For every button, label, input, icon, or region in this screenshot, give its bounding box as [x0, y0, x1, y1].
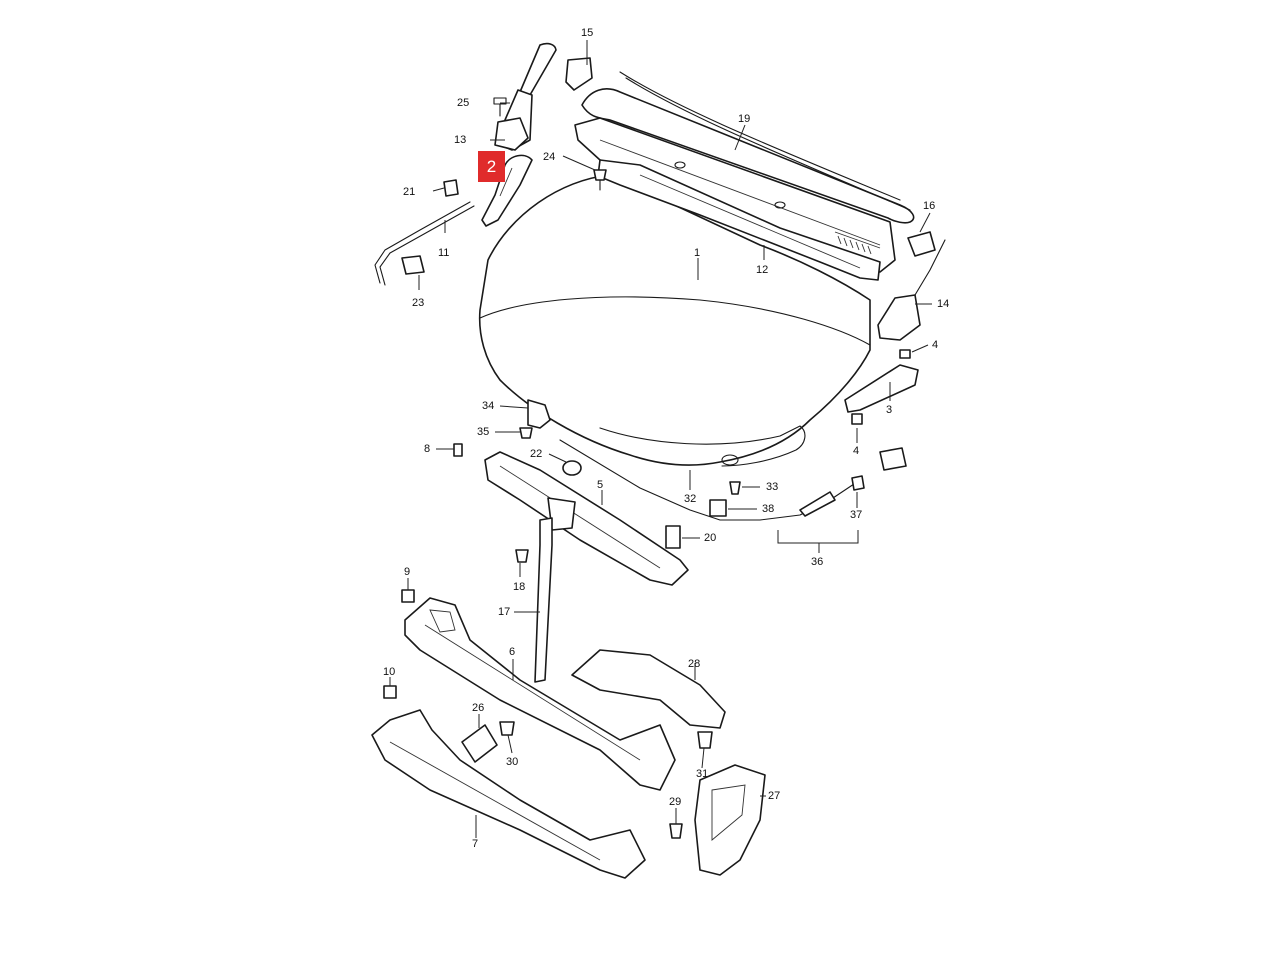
clip-30 [499, 721, 515, 736]
hood-striker [519, 399, 551, 439]
callout-30: 30 [506, 756, 519, 768]
bracket-26 [461, 724, 498, 763]
callout-18: 18 [513, 581, 526, 593]
callout-12: 12 [756, 264, 769, 276]
callout-24: 24 [543, 151, 556, 163]
callout-5: 5 [597, 479, 604, 491]
bolt-9 [401, 589, 415, 603]
callout-31: 31 [696, 768, 709, 780]
callout-11: 11 [438, 247, 450, 259]
lower-bumper-support [371, 709, 646, 879]
callout-15: 15 [581, 27, 594, 39]
clip-33 [729, 481, 741, 495]
highlighted-part-marker[interactable]: 2 [478, 151, 505, 182]
clip-38 [709, 499, 727, 517]
callout-37: 37 [850, 509, 863, 521]
callout-38: 38 [762, 503, 775, 515]
hood-release-cable [559, 439, 907, 521]
callout-19: 19 [738, 113, 751, 125]
callout-4-bottom: 4 [853, 445, 860, 457]
callout-1: 1 [694, 247, 701, 259]
cowl-lower-panel [597, 159, 881, 281]
bumper-22 [562, 460, 582, 476]
bolt-8 [453, 443, 463, 457]
callout-3: 3 [886, 404, 893, 416]
callout-4-top: 4 [932, 339, 939, 351]
callout-29: 29 [669, 796, 682, 808]
right-hinge-assembly [877, 231, 946, 341]
callout-22: 22 [530, 448, 543, 460]
callout-17: 17 [498, 606, 511, 618]
callout-10: 10 [383, 666, 396, 678]
callout-32: 32 [684, 493, 697, 505]
side-plate-27 [669, 764, 766, 876]
callout-13: 13 [454, 134, 467, 146]
callout-36: 36 [811, 556, 824, 568]
callout-25: 25 [457, 97, 470, 109]
center-stay [515, 517, 553, 683]
clip-24 [593, 169, 607, 191]
callout-34: 34 [482, 400, 495, 412]
callout-27: 27 [768, 790, 781, 802]
highlighted-part-number: 2 [486, 157, 497, 176]
upper-radiator-support [484, 451, 689, 586]
callout-23: 23 [412, 297, 425, 309]
lower-reinforcement [404, 597, 676, 791]
hood-latch-bracket [844, 349, 919, 425]
callout-21: 21 [403, 186, 416, 198]
callout-20: 20 [704, 532, 717, 544]
bolt-10 [383, 685, 397, 699]
callout-8: 8 [424, 443, 431, 455]
callout-7: 7 [472, 838, 479, 850]
leader-lines [389, 40, 932, 838]
hood-panel [478, 174, 871, 467]
side-bracket-28 [571, 649, 726, 749]
callout-6: 6 [509, 646, 516, 658]
callout-16: 16 [923, 200, 936, 212]
callout-35: 35 [477, 426, 490, 438]
rubber-stop-20 [665, 525, 681, 549]
callout-9: 9 [404, 566, 411, 578]
callout-33: 33 [766, 481, 779, 493]
hood-prop-rod [374, 179, 475, 286]
callout-28: 28 [688, 658, 701, 670]
callout-26: 26 [472, 702, 485, 714]
callout-14: 14 [937, 298, 950, 310]
left-hinge-assembly [481, 42, 593, 227]
